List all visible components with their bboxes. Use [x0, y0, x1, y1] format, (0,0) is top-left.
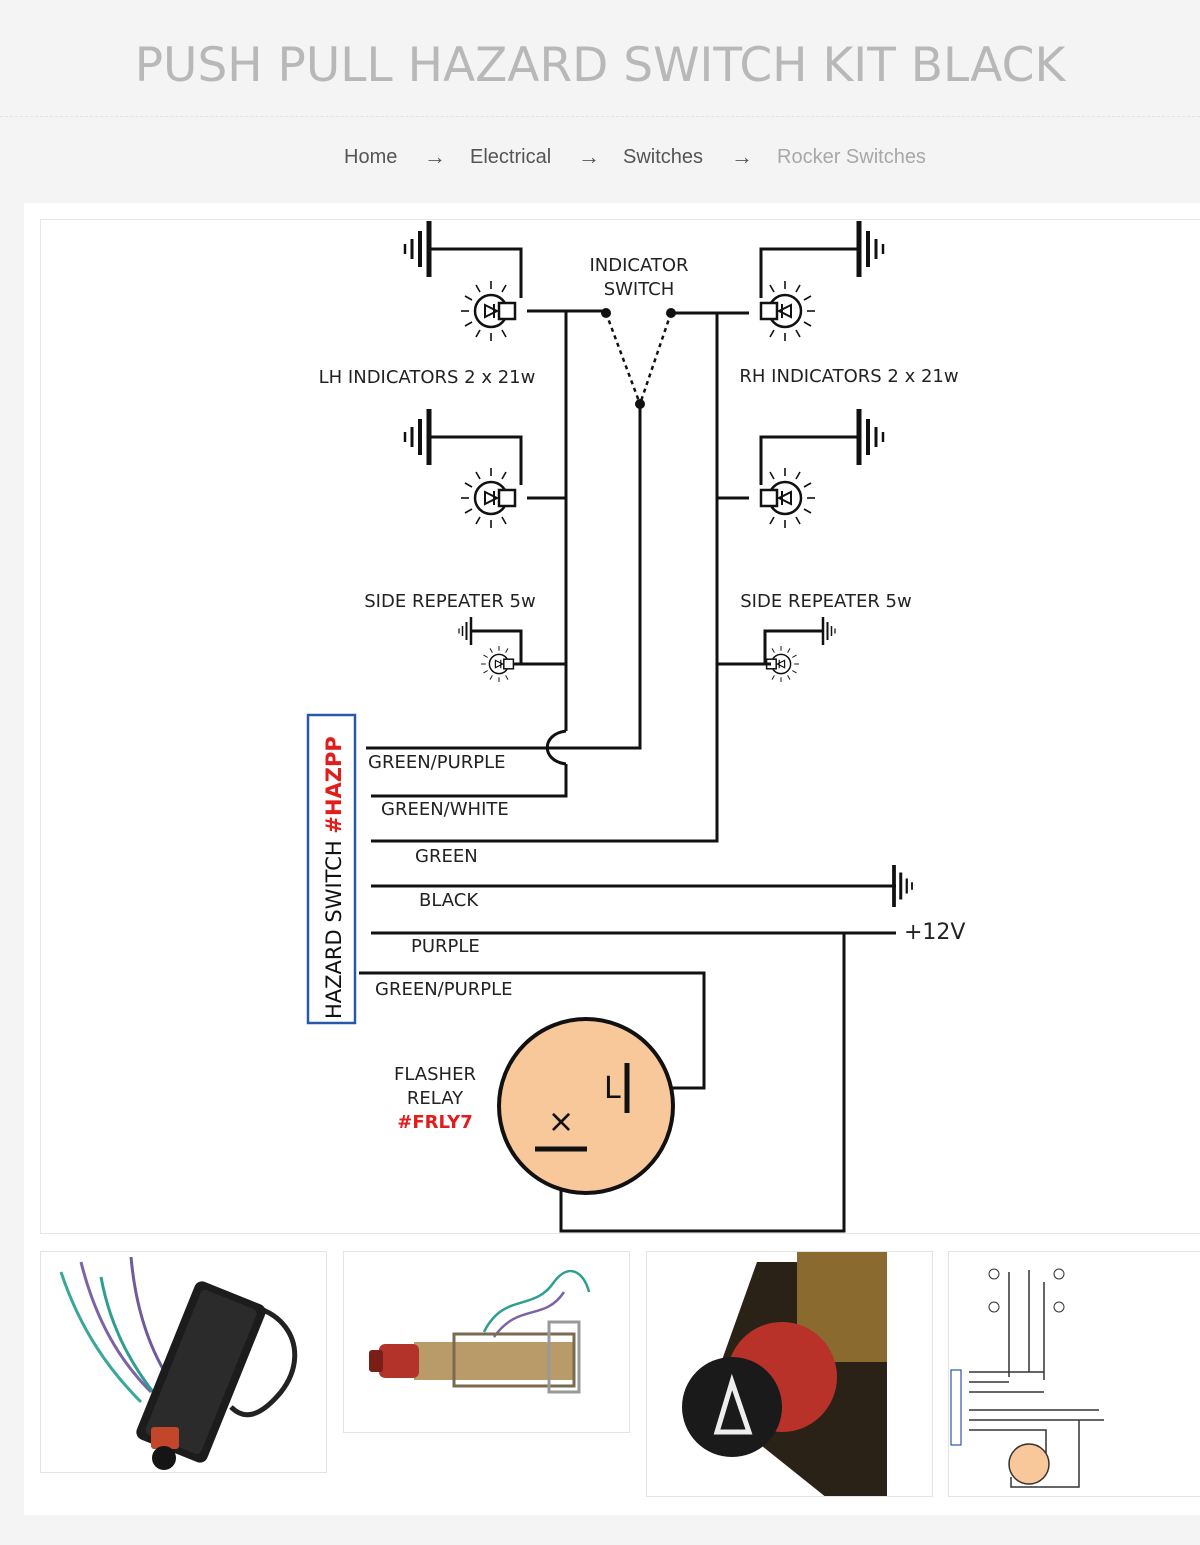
wire-label-green: GREEN: [415, 846, 478, 867]
flasher-relay-icon: [497, 1017, 675, 1195]
switch-side-view-photo-icon: [369, 1269, 591, 1394]
indicator-switch-icon: [601, 308, 676, 409]
wire-label-purple: PURPLE: [411, 936, 480, 957]
flasher-relay-label: RELAY: [407, 1088, 464, 1109]
thumbnail-switch-side-view[interactable]: [343, 1251, 630, 1433]
indicator-switch-label: SWITCH: [604, 279, 675, 300]
title-divider: [0, 116, 1200, 117]
flasher-relay-label: FLASHER: [394, 1064, 476, 1085]
breadcrumb-current-rocker-switches: Rocker Switches: [777, 146, 926, 168]
lh-indicator-rear-ground-icon: [405, 409, 429, 465]
wiring-diagram: INDICATOR SWITCH LH INDICATORS 2 x 21w R…: [306, 220, 965, 1233]
breadcrumb-arrow-icon: →: [578, 144, 600, 169]
indicator-switch-label: INDICATOR: [589, 255, 688, 276]
rh-indicator-front-bulb-icon: [759, 279, 817, 343]
page-title: PUSH PULL HAZARD SWITCH KIT BLACK: [134, 38, 1066, 93]
hazard-switch-label: HAZARD SWITCH #HAZPP: [322, 736, 346, 1019]
lh-indicator-rear-bulb-icon: [459, 466, 517, 530]
rh-indicator-rear-bulb-icon: [759, 466, 817, 530]
main-product-image[interactable]: INDICATOR SWITCH LH INDICATORS 2 x 21w R…: [40, 219, 1200, 1234]
wire-label-green-purple-relay: GREEN/PURPLE: [375, 979, 513, 1000]
rh-indicators-label: RH INDICATORS 2 x 21w: [739, 366, 958, 387]
supply-label: +12V: [904, 920, 965, 945]
flasher-relay-code: #FRLY7: [397, 1112, 472, 1133]
rh-indicator-rear-ground-icon: [859, 409, 883, 465]
wire-label-green-purple: GREEN/PURPLE: [368, 752, 506, 773]
switch-knob-photo-icon: [647, 1252, 887, 1496]
black-wire-ground-icon: [892, 863, 914, 909]
lh-indicator-front-bulb-icon: [459, 279, 517, 343]
lh-side-repeater-label: SIDE REPEATER 5w: [364, 591, 535, 612]
switch-housing-photo-icon: [59, 1256, 298, 1470]
thumbnail-wiring-diagram[interactable]: [948, 1251, 1200, 1497]
lh-side-repeater-bulb-icon: [480, 645, 515, 683]
wire-label-green-white: GREEN/WHITE: [381, 799, 509, 820]
lh-side-repeater-ground-icon: [457, 615, 473, 647]
rh-side-repeater-label: SIDE REPEATER 5w: [740, 591, 911, 612]
breadcrumb-switches[interactable]: Switches: [623, 146, 704, 168]
lh-indicator-front-ground-icon: [405, 221, 429, 277]
thumbnail-hazard-switch-black-housing[interactable]: [40, 1251, 327, 1473]
breadcrumb-electrical[interactable]: Electrical: [470, 146, 552, 168]
breadcrumb-arrow-icon: →: [424, 144, 446, 169]
breadcrumb-home[interactable]: Home: [344, 146, 398, 168]
rh-side-repeater-ground-icon: [821, 615, 837, 647]
lh-indicators-label: LH INDICATORS 2 x 21w: [319, 367, 536, 388]
wire-label-black: BLACK: [419, 890, 479, 911]
rh-indicator-front-ground-icon: [859, 221, 883, 277]
hazard-switch-box: [306, 713, 357, 1025]
thumbnail-switch-knob-closeup[interactable]: [646, 1251, 933, 1497]
breadcrumb: Home → Electrical → Switches → Rocker Sw…: [0, 144, 1200, 174]
relay-terminal-l: L: [604, 1071, 621, 1106]
relay-terminal-x: ×: [548, 1102, 575, 1140]
breadcrumb-arrow-icon: →: [731, 144, 753, 169]
wiring-diagram-thumbnail-icon: [950, 1268, 1104, 1488]
rh-side-repeater-bulb-icon: [765, 645, 800, 683]
